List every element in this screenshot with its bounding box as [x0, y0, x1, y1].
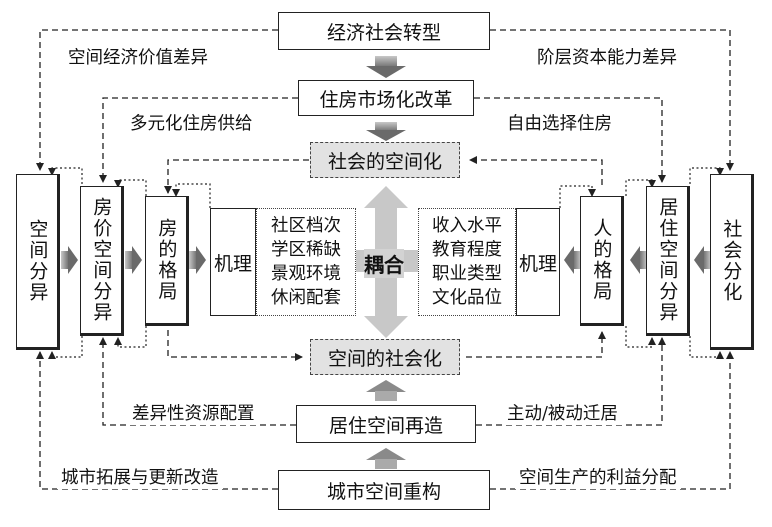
left-loop-bottom-2	[114, 326, 147, 348]
housing-factors-box: 社区档次 学区稀缺 景观环境 休闲配套	[256, 208, 356, 316]
left-flow-arrow-1	[61, 246, 78, 274]
people-factors-box: 收入水平 教育程度 职业类型 文化品位	[418, 208, 516, 316]
spatial-differentiation-box: 空间分异	[16, 174, 60, 350]
flow-up-arrow-1	[366, 380, 406, 401]
flow-down-arrow-2	[366, 122, 406, 141]
space-social-right-dashed-connector	[466, 331, 606, 358]
diverse-housing-supply-label: 多元化住房供给	[126, 110, 257, 135]
people-pattern-box: 人的格局	[580, 196, 624, 326]
left-flow-arrow-3	[189, 246, 206, 274]
right-mechanism-box: 机理	[516, 208, 560, 316]
left-loop-top-1	[48, 167, 83, 184]
housing-market-reform-box: 住房市场化改革	[298, 80, 474, 116]
space-production-interest-label: 空间生产的利益分配	[515, 464, 681, 489]
left-flow-arrow-2	[125, 246, 142, 274]
right-loop-bottom-2	[625, 326, 656, 348]
right-loop-top-2	[625, 179, 656, 196]
free-housing-choice-label: 自由选择住房	[503, 110, 616, 135]
right-loop-top-1	[689, 167, 724, 184]
housing-pattern-box: 房的格局	[145, 196, 189, 326]
residential-space-reconstruction-box: 居住空间再造	[296, 405, 476, 443]
reconstruct-left-dashed-connector	[99, 337, 296, 426]
social-spatialization-box: 社会的空间化	[310, 142, 460, 178]
right-flow-arrow-3	[564, 246, 581, 274]
top-right-dashed-connector	[490, 29, 734, 171]
coupling-label: 耦合	[364, 249, 404, 278]
active-passive-migration-label: 主动/被动迁居	[503, 400, 622, 425]
left-loop-bottom-1	[48, 336, 83, 359]
differential-resource-allocation-label: 差异性资源配置	[128, 400, 259, 425]
reform-left-dashed-connector	[99, 97, 298, 183]
spatial-socialization-box: 空间的社会化	[310, 339, 460, 375]
social-space-to-left-connector	[164, 159, 309, 194]
right-loop-bottom-1	[689, 336, 724, 359]
flow-up-arrow-2	[366, 448, 406, 469]
flow-down-arrow-1	[366, 56, 406, 78]
spatial-economic-value-label: 空间经济价值差异	[64, 44, 212, 69]
right-flow-arrow-2	[630, 246, 647, 274]
reform-right-dashed-connector	[474, 97, 666, 183]
space-social-left-dashed-connector	[167, 330, 303, 361]
social-differentiation-box: 社会分化	[710, 174, 754, 350]
top-left-dashed-connector	[36, 29, 278, 171]
class-capital-ability-label: 阶层资本能力差异	[533, 44, 681, 69]
urban-expansion-renewal-label: 城市拓展与更新改造	[57, 464, 223, 489]
social-space-left-dashed-connector	[469, 156, 603, 185]
economic-social-transformation-box: 经济社会转型	[278, 12, 490, 50]
bottom-right-dashed-connector	[490, 351, 734, 490]
right-flow-arrow-1	[694, 246, 711, 274]
left-mechanism-box: 机理	[210, 208, 256, 316]
right-loop-top-3	[559, 185, 596, 208]
reconstruct-right-dashed-connector	[476, 337, 666, 426]
residential-space-differentiation-box: 居住空间分异	[646, 186, 690, 336]
housing-price-differentiation-box: 房价空间分异	[80, 186, 124, 336]
left-loop-top-3	[172, 183, 211, 208]
urban-space-restructuring-box: 城市空间重构	[278, 470, 490, 510]
